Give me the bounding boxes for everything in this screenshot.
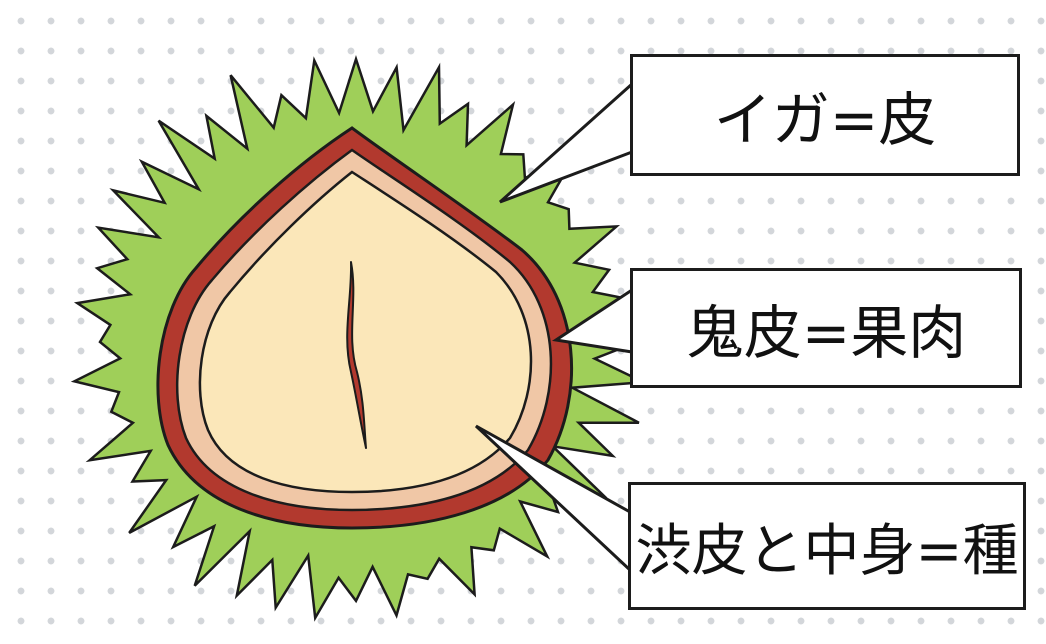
bur-label-text: イガ=皮 xyxy=(713,86,937,154)
inner-skin-kernel-label: 渋皮と中身=種 xyxy=(628,482,1026,610)
outer-shell-pointer xyxy=(551,288,633,354)
kernel xyxy=(198,170,533,494)
kernel-pointer xyxy=(474,424,632,572)
bur-label: イガ=皮 xyxy=(630,54,1020,176)
outer-shell-label: 鬼皮=果肉 xyxy=(630,268,1022,388)
kernel-crease xyxy=(346,261,367,449)
bur-pointer xyxy=(499,82,633,204)
outer-shell-label-text: 鬼皮=果肉 xyxy=(685,299,967,367)
inner-skin-kernel-label-text: 渋皮と中身=種 xyxy=(635,518,1019,584)
